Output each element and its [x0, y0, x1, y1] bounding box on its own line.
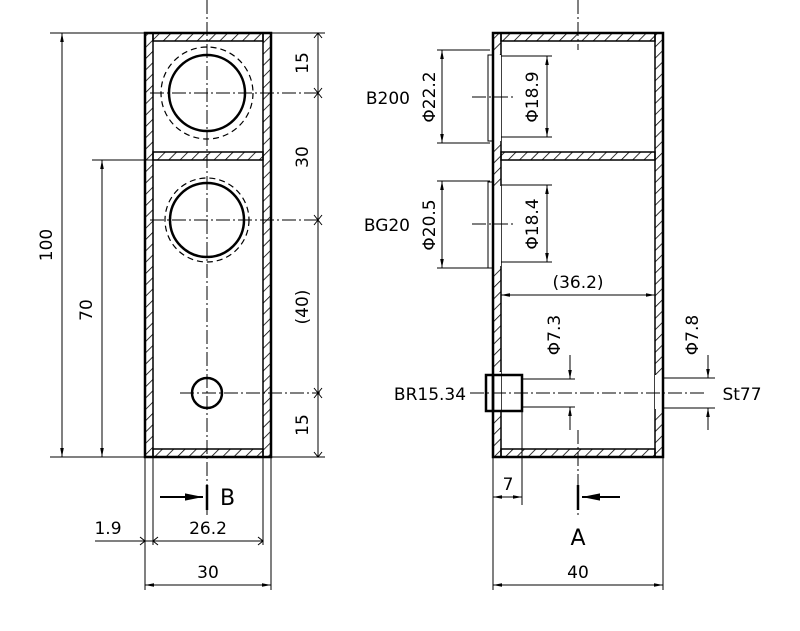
dim-overall-height: 100 [37, 229, 57, 261]
left-view: 100 70 15 30 (40) 15 1.9 26.2 30 B [37, 0, 325, 590]
dim-lower: (40) [293, 290, 313, 325]
dim-inner-width: 26.2 [189, 519, 227, 539]
dim-7: 7 [503, 475, 514, 495]
dim-d18-4: Φ18.4 [523, 198, 543, 249]
dim-d22-2: Φ22.2 [420, 71, 440, 122]
holder-bg20 [487, 181, 494, 269]
dim-d18-9: Φ18.9 [523, 71, 543, 122]
right-view: B200 BG20 BR15.34 St77 Φ22.2 Φ18.9 Φ20.5… [364, 0, 762, 590]
dim-outer-width: 30 [197, 563, 219, 583]
dim-middle: 30 [293, 146, 313, 168]
label-bg20: BG20 [364, 216, 410, 236]
dim-top: 15 [293, 52, 313, 74]
dim-40: 40 [567, 563, 589, 583]
holder-b200 [487, 54, 494, 142]
section-label-a: A [570, 526, 585, 551]
label-st77: St77 [722, 385, 761, 405]
dim-lower-height: 70 [77, 299, 97, 321]
label-br15-34: BR15.34 [394, 385, 466, 405]
dim-wall: 1.9 [94, 519, 121, 539]
section-label-b: B [220, 486, 235, 511]
dim-d20-5: Φ20.5 [420, 199, 440, 250]
dim-36-2: (36.2) [552, 273, 603, 293]
label-b200: B200 [366, 89, 410, 109]
dim-d7-8: Φ7.8 [683, 315, 703, 355]
dim-d7-3: Φ7.3 [545, 315, 565, 355]
dim-bottom: 15 [293, 414, 313, 436]
